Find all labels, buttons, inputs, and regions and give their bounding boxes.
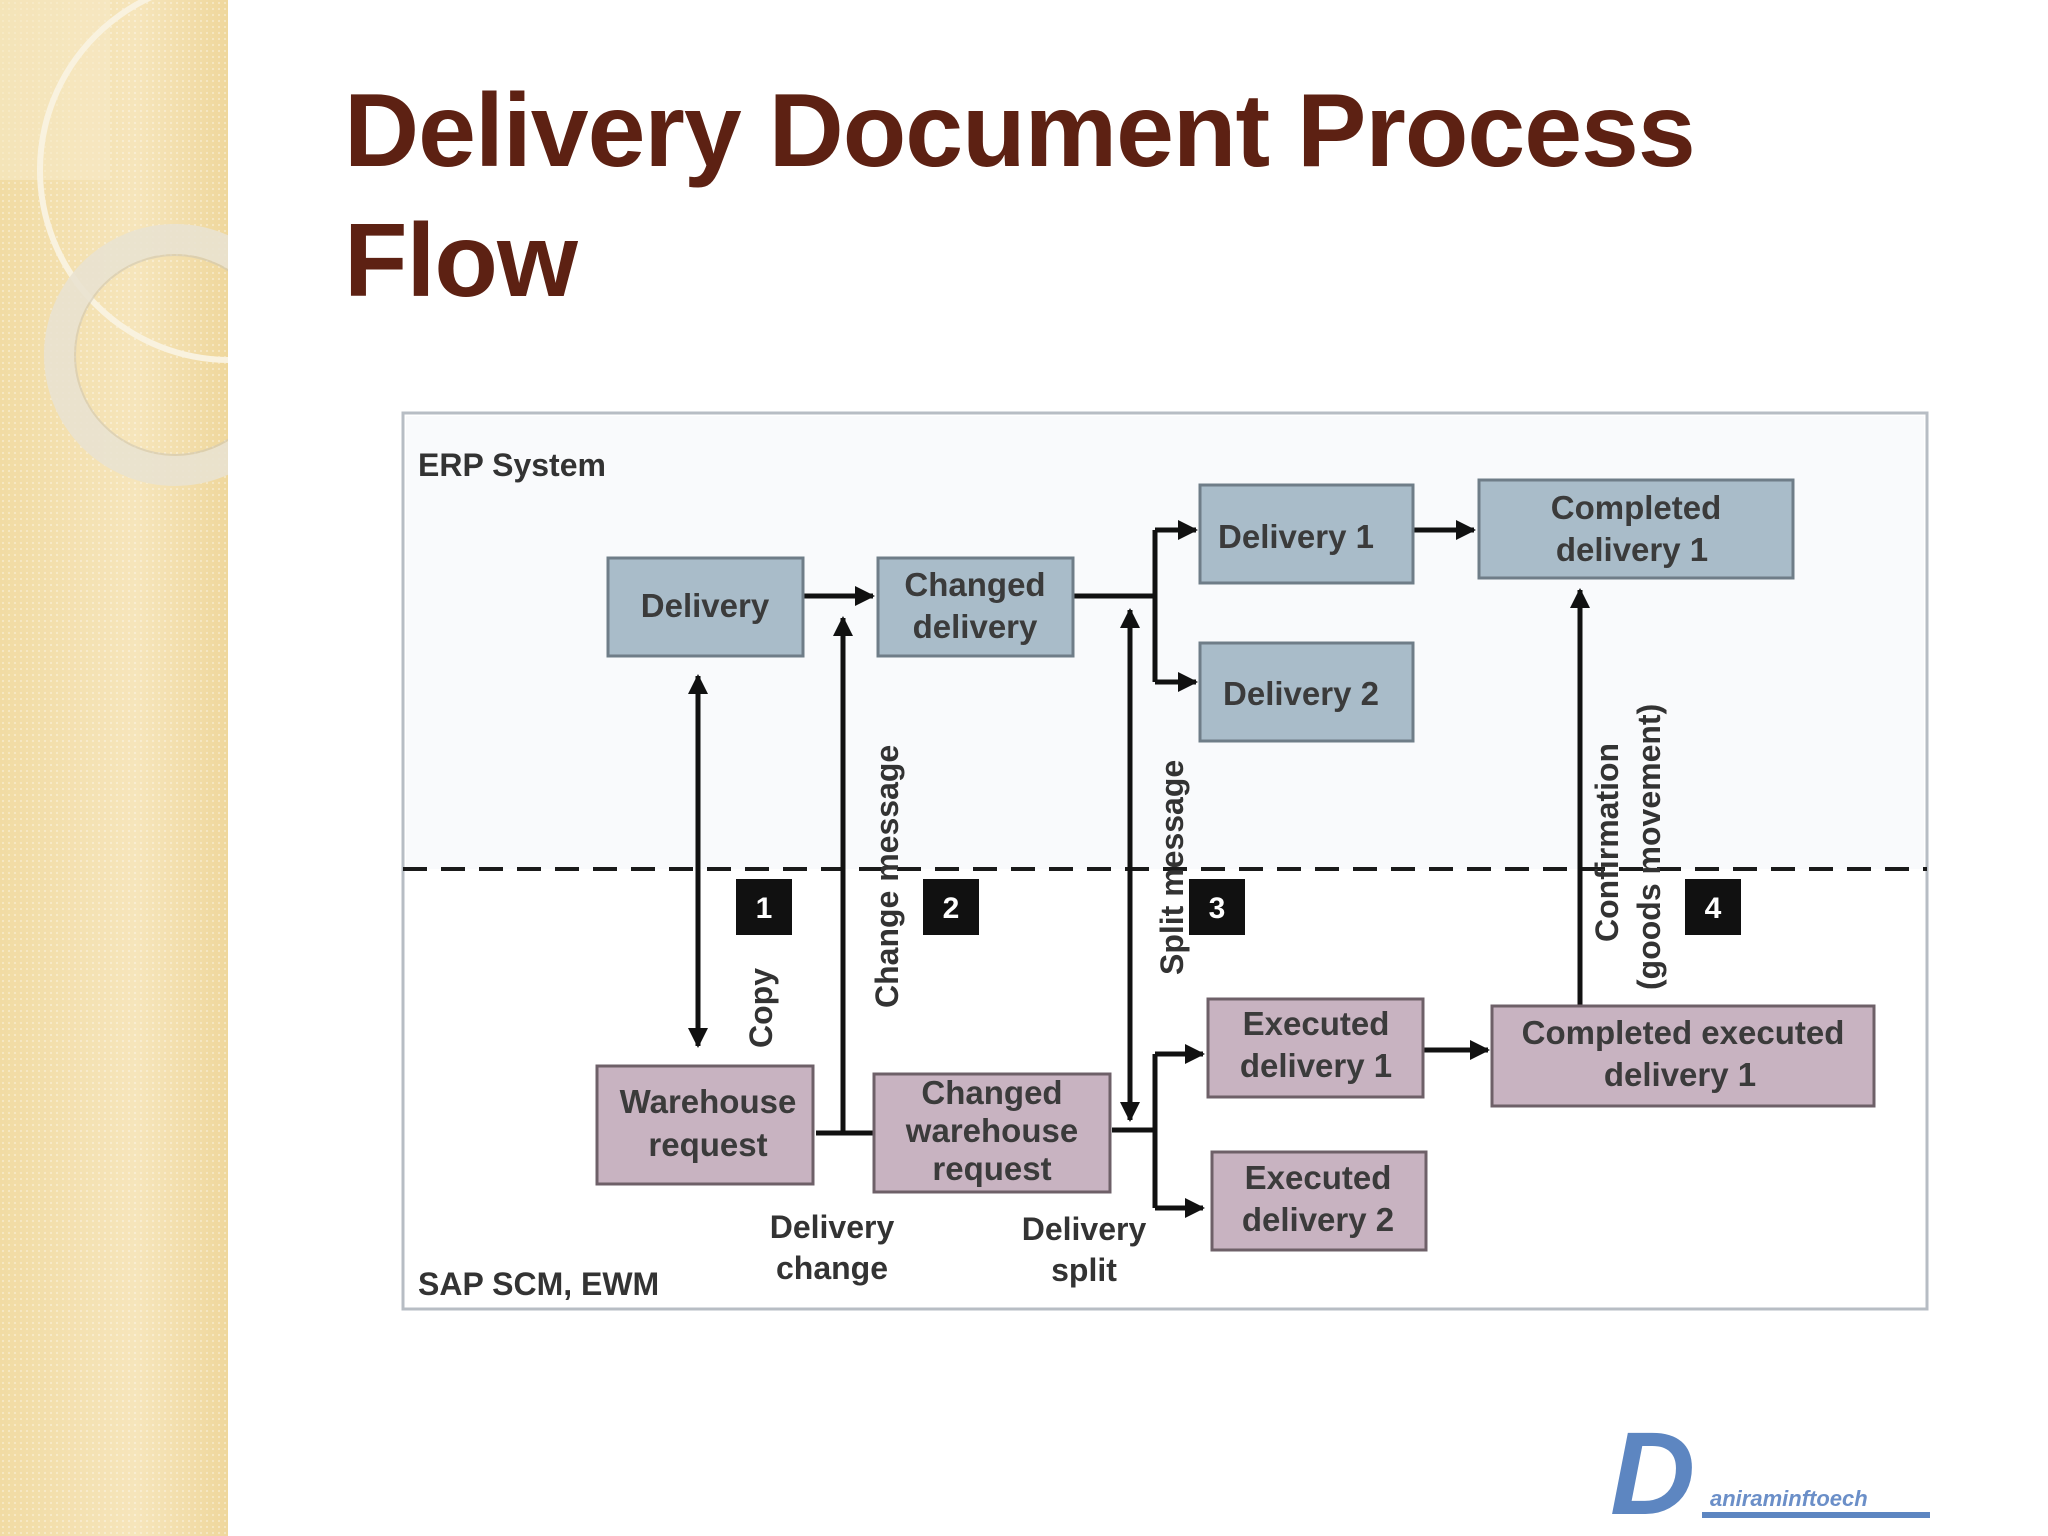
step-badge-4: 4 (1685, 879, 1741, 935)
svg-text:4: 4 (1705, 892, 1722, 925)
svg-text:Delivery: Delivery (641, 587, 770, 624)
slide-title: Delivery Document Process Flow (344, 73, 1696, 319)
svg-text:delivery 2: delivery 2 (1242, 1201, 1394, 1238)
step-badge-2: 2 (923, 879, 979, 935)
svg-text:1: 1 (756, 892, 773, 925)
connectors (688, 520, 1590, 1218)
svg-text:request: request (648, 1126, 767, 1163)
box-delivery-2: Delivery 2 (1198, 641, 1415, 743)
box-delivery-1: Delivery 1 (1198, 483, 1415, 585)
svg-text:3: 3 (1209, 892, 1226, 925)
scm-system-label: SAP SCM, EWM (418, 1266, 659, 1302)
change-message-label: Change message (869, 745, 905, 1008)
svg-text:request: request (932, 1150, 1051, 1187)
box-executed-delivery-1: Executed delivery 1 (1206, 997, 1425, 1099)
svg-text:Executed: Executed (1243, 1005, 1390, 1042)
box-changed-warehouse-request: Changed warehouse request (872, 1072, 1112, 1194)
delivery-split-label-2: split (1051, 1252, 1117, 1288)
svg-text:Completed: Completed (1551, 489, 1722, 526)
box-executed-delivery-2: Executed delivery 2 (1210, 1150, 1428, 1252)
svg-text:Executed: Executed (1245, 1159, 1392, 1196)
box-warehouse-request: Warehouse request (595, 1064, 815, 1186)
svg-text:Delivery 2: Delivery 2 (1223, 675, 1379, 712)
delivery-split-label-1: Delivery (1022, 1211, 1147, 1247)
svg-text:aniraminftoech: aniraminftoech (1710, 1486, 1868, 1511)
goods-movement-label: (goods movement) (1631, 704, 1667, 990)
svg-text:delivery: delivery (913, 608, 1038, 645)
step-badge-1: 1 (736, 879, 792, 935)
company-logo: D aniraminftoech (1610, 1422, 1930, 1522)
svg-text:2: 2 (943, 892, 960, 925)
confirmation-label: Confirmation (1589, 743, 1625, 942)
erp-system-label: ERP System (418, 447, 606, 483)
svg-text:delivery 1: delivery 1 (1240, 1047, 1392, 1084)
svg-text:Delivery 1: Delivery 1 (1218, 518, 1374, 555)
delivery-change-label-2: change (776, 1250, 888, 1286)
svg-text:delivery 1: delivery 1 (1556, 531, 1708, 568)
box-completed-executed-delivery-1: Completed executed delivery 1 (1490, 1004, 1876, 1108)
decorative-rings (0, 0, 228, 486)
svg-text:delivery 1: delivery 1 (1604, 1056, 1756, 1093)
svg-text:Warehouse: Warehouse (620, 1083, 797, 1120)
box-delivery: Delivery (606, 556, 805, 658)
svg-text:Changed: Changed (921, 1074, 1062, 1111)
svg-text:D: D (1610, 1422, 1695, 1522)
svg-text:Changed: Changed (904, 566, 1045, 603)
box-completed-delivery-1: Completed delivery 1 (1477, 478, 1795, 580)
box-changed-delivery: Changed delivery (876, 556, 1075, 658)
svg-text:warehouse: warehouse (905, 1112, 1078, 1149)
copy-label: Copy (743, 968, 779, 1048)
step-badge-3: 3 (1189, 879, 1245, 935)
decorative-sidebar (0, 0, 228, 1536)
delivery-change-label-1: Delivery (770, 1209, 895, 1245)
split-message-label: Split message (1154, 760, 1190, 975)
svg-text:Completed executed: Completed executed (1522, 1014, 1845, 1051)
